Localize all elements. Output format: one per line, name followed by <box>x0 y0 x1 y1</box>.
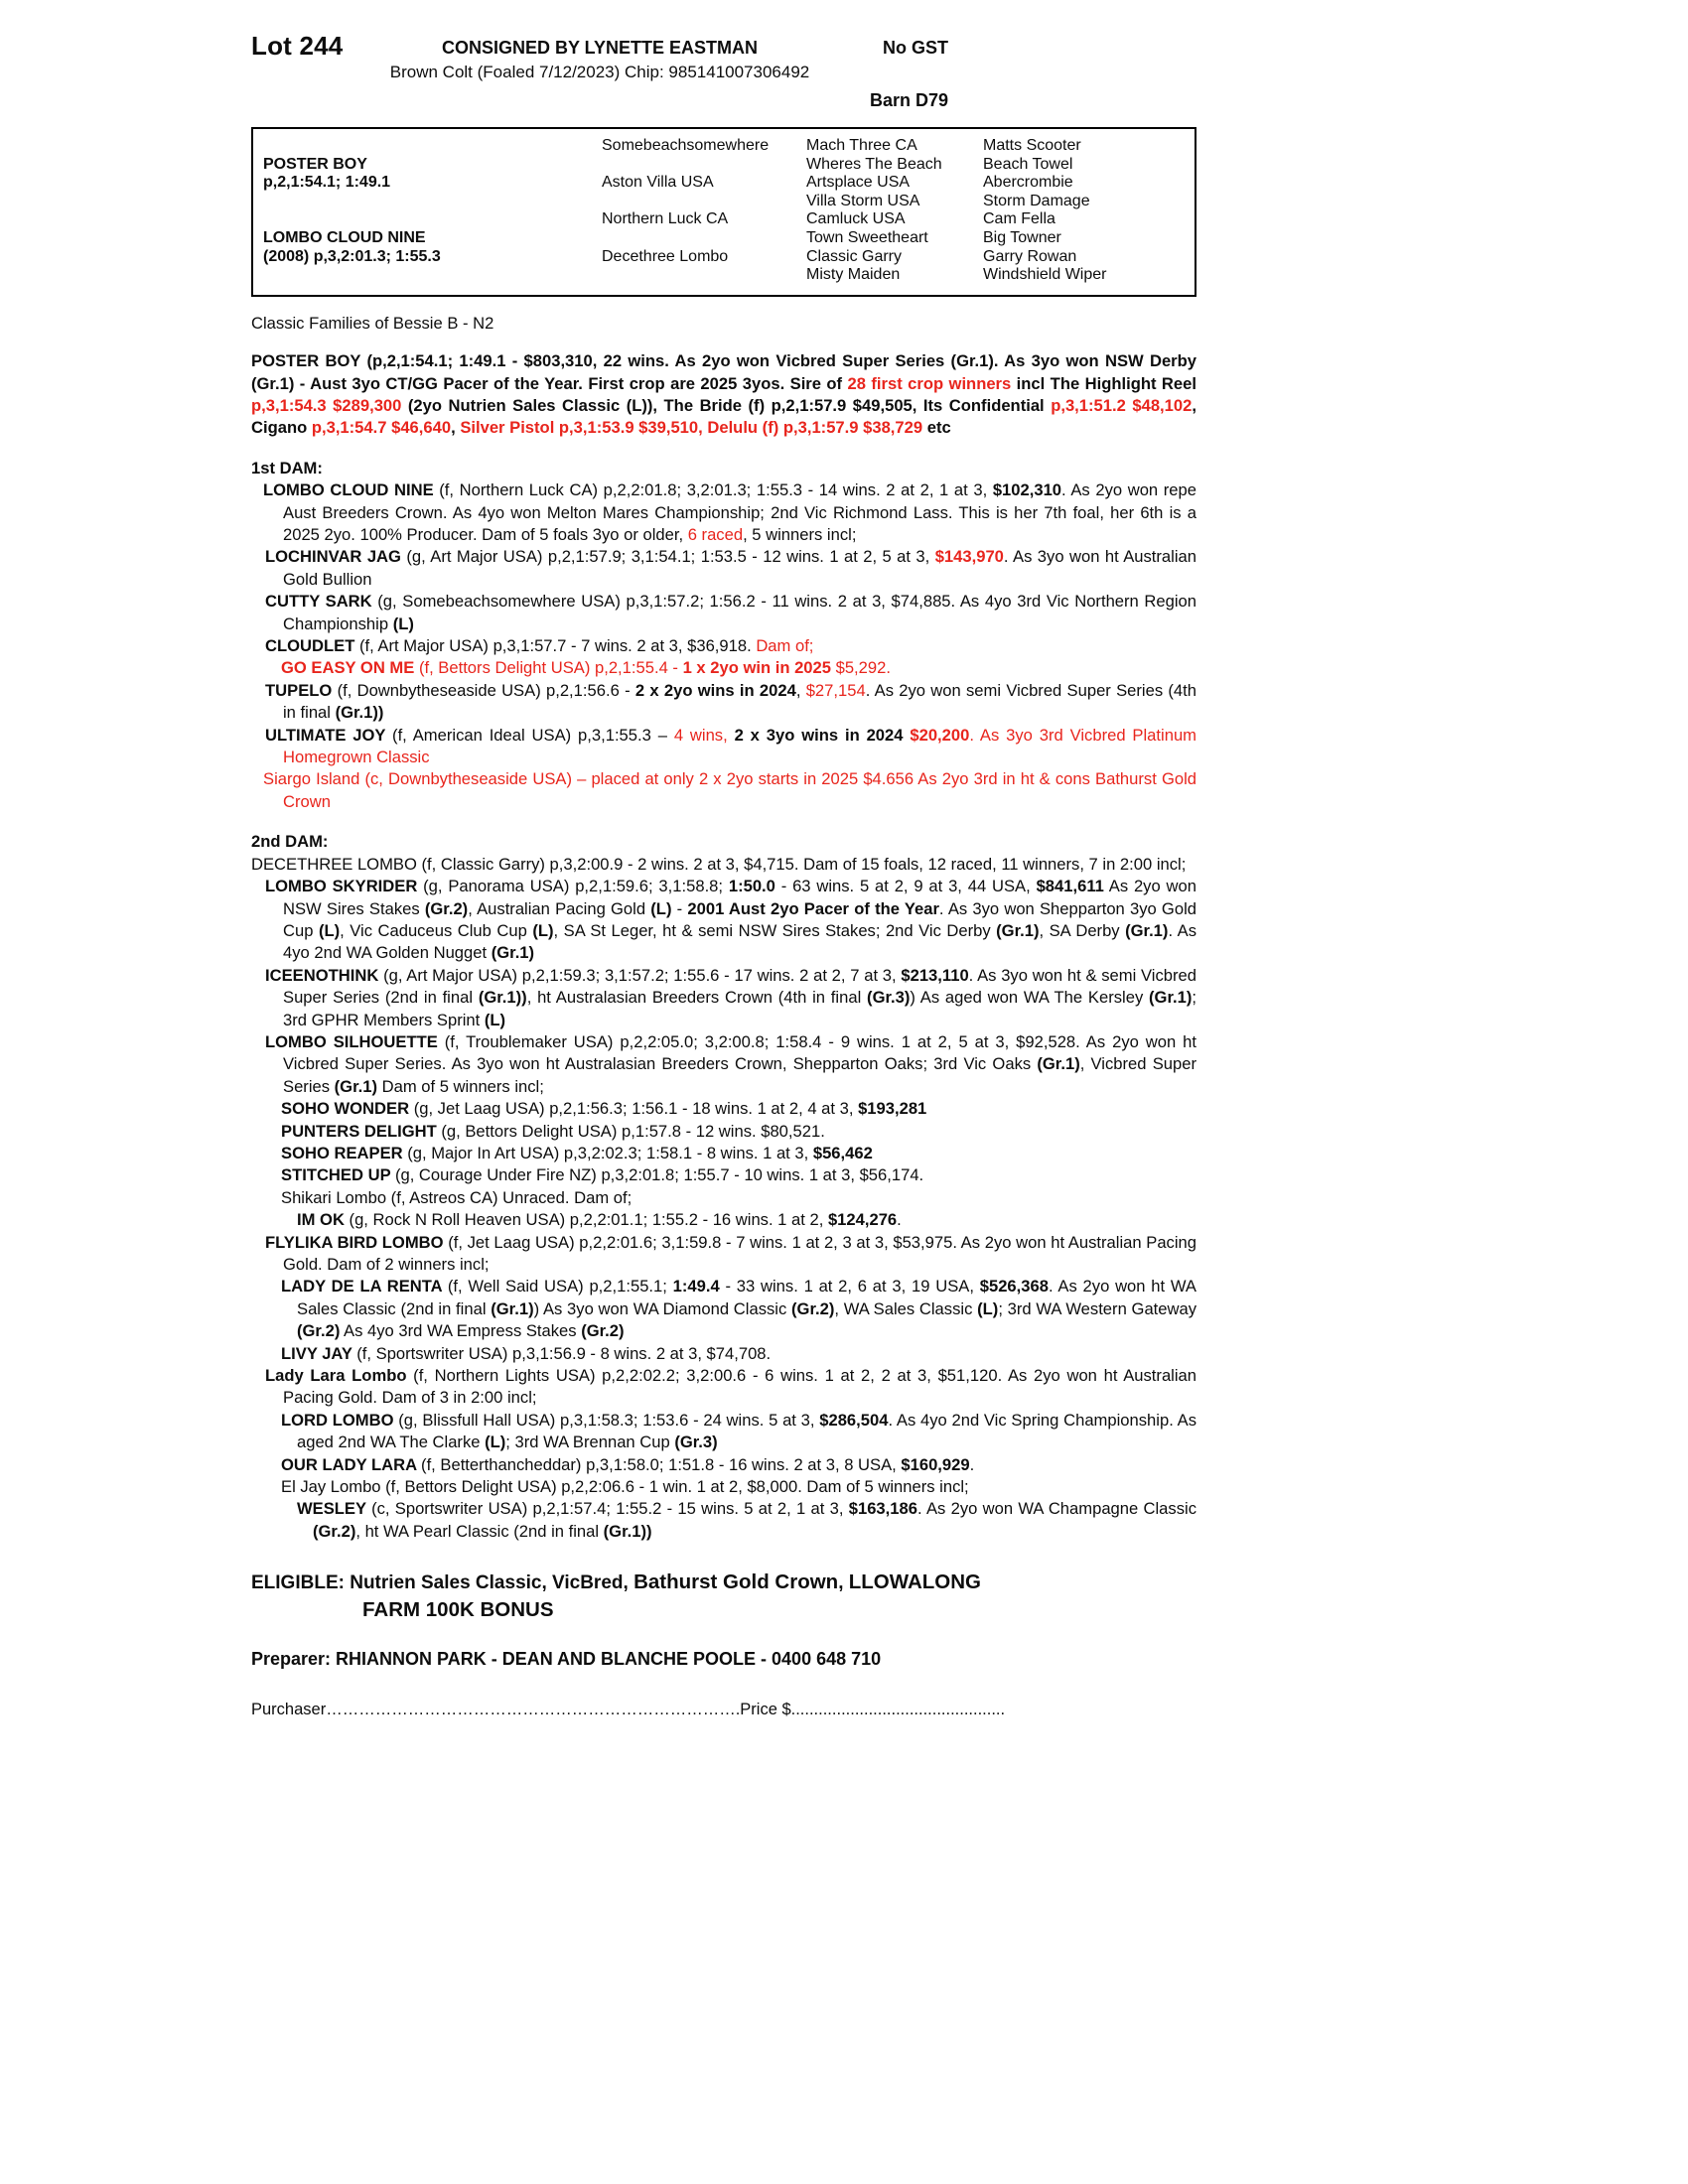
foal-lombo-skyrider: LOMBO SKYRIDER (g, Panorama USA) p,2,1:5… <box>265 877 1196 963</box>
pedigree-cell: Abercrombie <box>983 174 1073 192</box>
foal-lady-de-la-renta: LADY DE LA RENTA (f, Well Said USA) p,2,… <box>281 1277 1197 1341</box>
pedigree-cell: Big Towner <box>983 228 1061 246</box>
foal-wesley: WESLEY (c, Sportswriter USA) p,2,1:57.4;… <box>297 1499 1196 1541</box>
barn-number: Barn D79 <box>869 90 948 110</box>
foal-lombo-silhouette: LOMBO SILHOUETTE (f, Troublemaker USA) p… <box>265 1031 1196 1096</box>
foal-soho-wonder: SOHO WONDER (g, Jet Laag USA) p,2,1:56.3… <box>281 1099 927 1119</box>
foal-tupelo: TUPELO (f, Downbytheseaside USA) p,2,1:5… <box>265 680 1196 723</box>
pedigree-cell: Decethree Lombo <box>602 247 729 265</box>
pedigree-cell: p,2,1:54.1; 1:49.1 <box>263 174 391 192</box>
pedigree-cell: Cam Fella <box>983 210 1055 228</box>
pedigree-cell: Misty Maiden <box>806 266 901 284</box>
pedigree-cell: LOMBO CLOUD NINE <box>263 228 426 246</box>
second-dam-heading: 2nd DAM: <box>251 832 329 852</box>
page-content: Lot 244 CONSIGNED BY LYNETTE EASTMAN No … <box>251 31 1196 1720</box>
pedigree-cell: Beach Towel <box>983 155 1073 173</box>
pedigree-cell: Town Sweetheart <box>806 228 928 246</box>
pedigree-cell: Wheres The Beach <box>806 155 942 173</box>
foal-stitched-up: STITCHED UP (g, Courage Under Fire NZ) p… <box>281 1165 924 1185</box>
foal-el-jay-lombo: El Jay Lombo (f, Bettors Delight USA) p,… <box>281 1477 969 1497</box>
foal-siargo-island: Siargo Island (c, Downbytheseaside USA) … <box>263 769 1196 811</box>
foal-go-easy-on-me: GO EASY ON ME (f, Bettors Delight USA) p… <box>281 658 891 678</box>
foal-iceenothink: ICEENOTHINK (g, Art Major USA) p,2,1:59.… <box>265 965 1196 1029</box>
preparer-line: Preparer: RHIANNON PARK - DEAN AND BLANC… <box>251 1649 882 1670</box>
pedigree-cell: Northern Luck CA <box>602 210 729 228</box>
foal-cutty-sark: CUTTY SARK (g, Somebeachsomewhere USA) p… <box>265 592 1196 633</box>
pedigree-cell: Villa Storm USA <box>806 192 920 209</box>
pedigree-cell: Mach Three CA <box>806 137 917 154</box>
pedigree-cell: Artsplace USA <box>806 174 911 192</box>
dam-lombo-cloud-nine: LOMBO CLOUD NINE (f, Northern Luck CA) p… <box>263 480 1196 544</box>
foal-shikari-lombo: Shikari Lombo (f, Astreos CA) Unraced. D… <box>281 1187 633 1207</box>
pedigree-cell: POSTER BOY <box>263 155 367 173</box>
eligible-line-2: FARM 100K BONUS <box>362 1598 554 1622</box>
pedigree-cell: Garry Rowan <box>983 247 1077 265</box>
pedigree-cell: Matts Scooter <box>983 137 1081 154</box>
foal-lady-lara-lombo: Lady Lara Lombo (f, Northern Lights USA)… <box>265 1366 1196 1408</box>
sire-summary: POSTER BOY (p,2,1:54.1; 1:49.1 - $803,31… <box>251 351 1196 438</box>
page-header: Lot 244 CONSIGNED BY LYNETTE EASTMAN No … <box>251 31 948 111</box>
foal-our-lady-lara: OUR LADY LARA (f, Betterthancheddar) p,3… <box>281 1454 975 1474</box>
foal-punters-delight: PUNTERS DELIGHT (g, Bettors Delight USA)… <box>281 1121 825 1141</box>
foal-im-ok: IM OK (g, Rock N Roll Heaven USA) p,2,2:… <box>297 1210 902 1230</box>
gst-note: No GST <box>883 38 948 58</box>
pedigree-cell: Storm Damage <box>983 192 1090 209</box>
pedigree-body: Classic Families of Bessie B - N2 POSTER … <box>251 313 1196 1720</box>
pedigree-cell: Windshield Wiper <box>983 266 1107 284</box>
foal-flylika-bird-lombo: FLYLIKA BIRD LOMBO (f, Jet Laag USA) p,2… <box>265 1232 1196 1274</box>
lot-number: Lot 244 <box>251 31 344 61</box>
foal-livy-jay: LIVY JAY (f, Sportswriter USA) p,3,1:56.… <box>281 1343 772 1363</box>
foal-ultimate-joy: ULTIMATE JOY (f, American Ideal USA) p,3… <box>265 725 1196 767</box>
foal-cloudlet: CLOUDLET (f, Art Major USA) p,3,1:57.7 -… <box>265 636 814 656</box>
eligible-line-1: ELIGIBLE: Nutrien Sales Classic, VicBred… <box>251 1570 981 1594</box>
foal-lochinvar-jag: LOCHINVAR JAG (g, Art Major USA) p,2,1:5… <box>265 547 1196 589</box>
foal-soho-reaper: SOHO REAPER (g, Major In Art USA) p,3,2:… <box>281 1143 873 1162</box>
horse-description: Brown Colt (Foaled 7/12/2023) Chip: 9851… <box>389 63 810 81</box>
pedigree-cell: Classic Garry <box>806 247 903 265</box>
first-dam-heading: 1st DAM: <box>251 458 323 478</box>
family-line: Classic Families of Bessie B - N2 <box>251 313 494 333</box>
foal-lord-lombo: LORD LOMBO (g, Blissfull Hall USA) p,3,1… <box>281 1410 1196 1452</box>
pedigree-cell: (2008) p,3,2:01.3; 1:55.3 <box>263 247 441 265</box>
purchaser-line: Purchaser………………………………………………………………….Price… <box>251 1700 1006 1718</box>
dam-decethree-lombo: DECETHREE LOMBO (f, Classic Garry) p,3,2… <box>251 854 1187 874</box>
pedigree-cell: Camluck USA <box>806 210 906 228</box>
consignor-line: CONSIGNED BY LYNETTE EASTMAN <box>441 38 759 58</box>
pedigree-cell: Somebeachsomewhere <box>602 137 770 154</box>
pedigree-cell: Aston Villa USA <box>602 174 714 192</box>
